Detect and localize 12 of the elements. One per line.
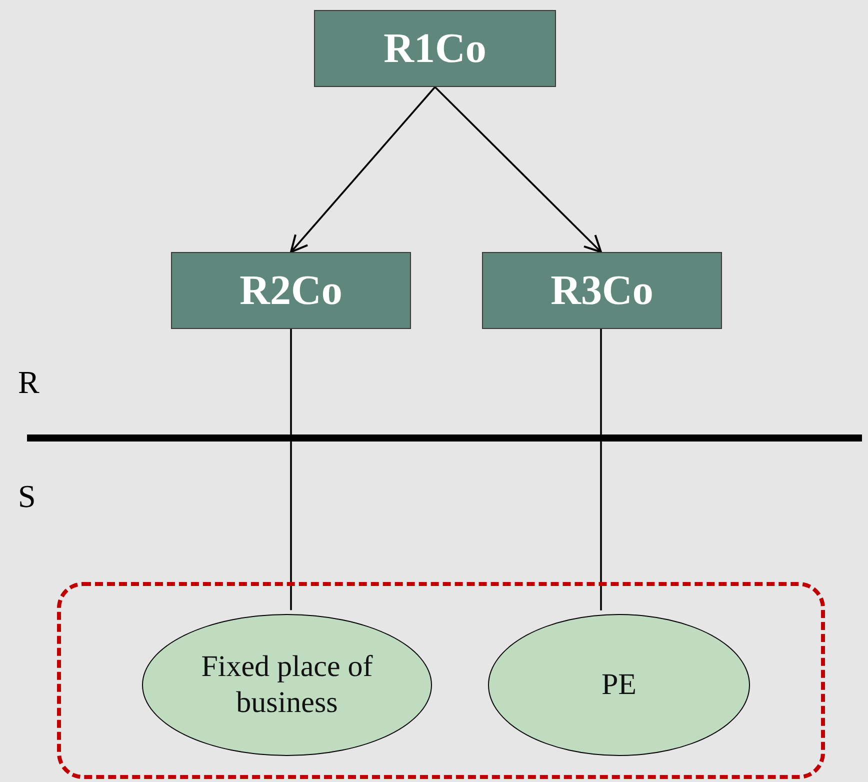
location-ellipse: Fixed place of business (142, 614, 432, 756)
entity-box: R2Co (171, 252, 411, 329)
region-label: S (18, 478, 36, 515)
connector-line (290, 329, 292, 610)
region-label: R (18, 364, 40, 401)
connector-line (600, 329, 602, 610)
arrow (290, 86, 436, 253)
location-ellipse: PE (488, 614, 750, 756)
entity-box: R3Co (482, 252, 722, 329)
arrow (434, 86, 602, 253)
entity-box: R1Co (314, 10, 556, 87)
dashed-group-box (57, 582, 825, 779)
